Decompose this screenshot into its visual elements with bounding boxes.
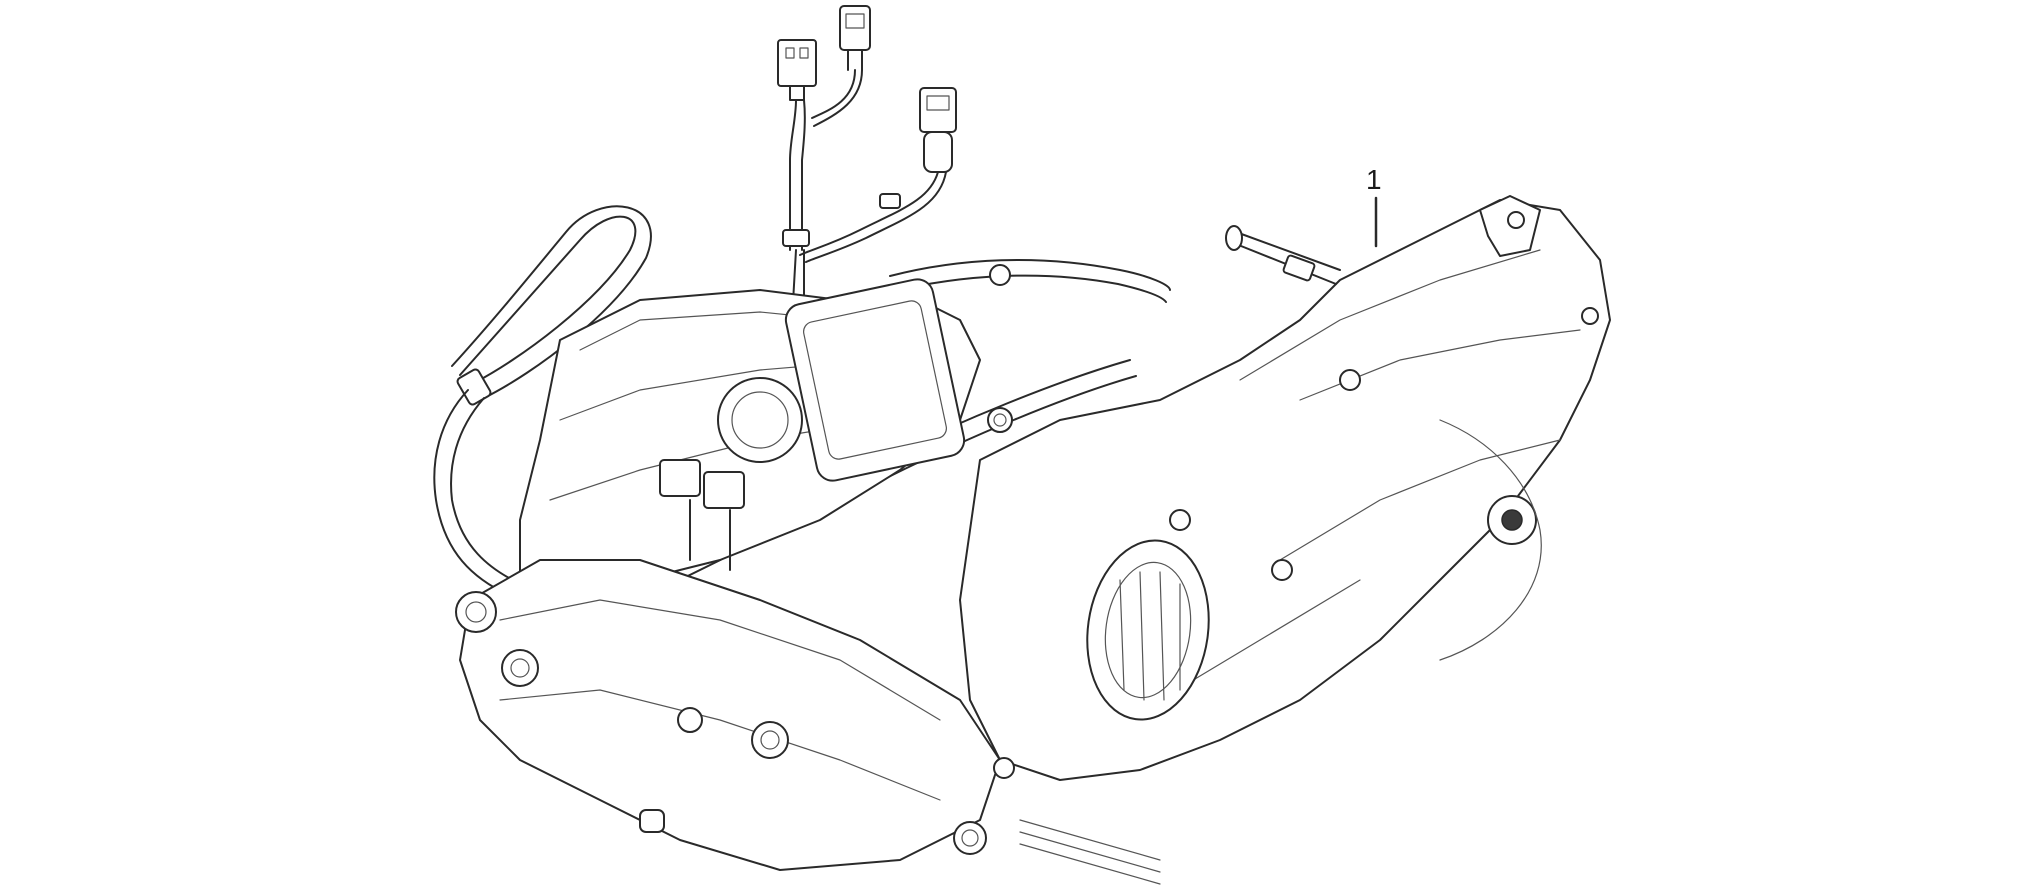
transmission-cover bbox=[959, 195, 1611, 781]
wiring-harness bbox=[777, 5, 957, 321]
cylinder-head bbox=[519, 278, 1013, 673]
coolant-hose-loop bbox=[433, 205, 652, 601]
callout-number-1: 1 bbox=[1366, 164, 1382, 195]
crankcase bbox=[455, 559, 1161, 885]
